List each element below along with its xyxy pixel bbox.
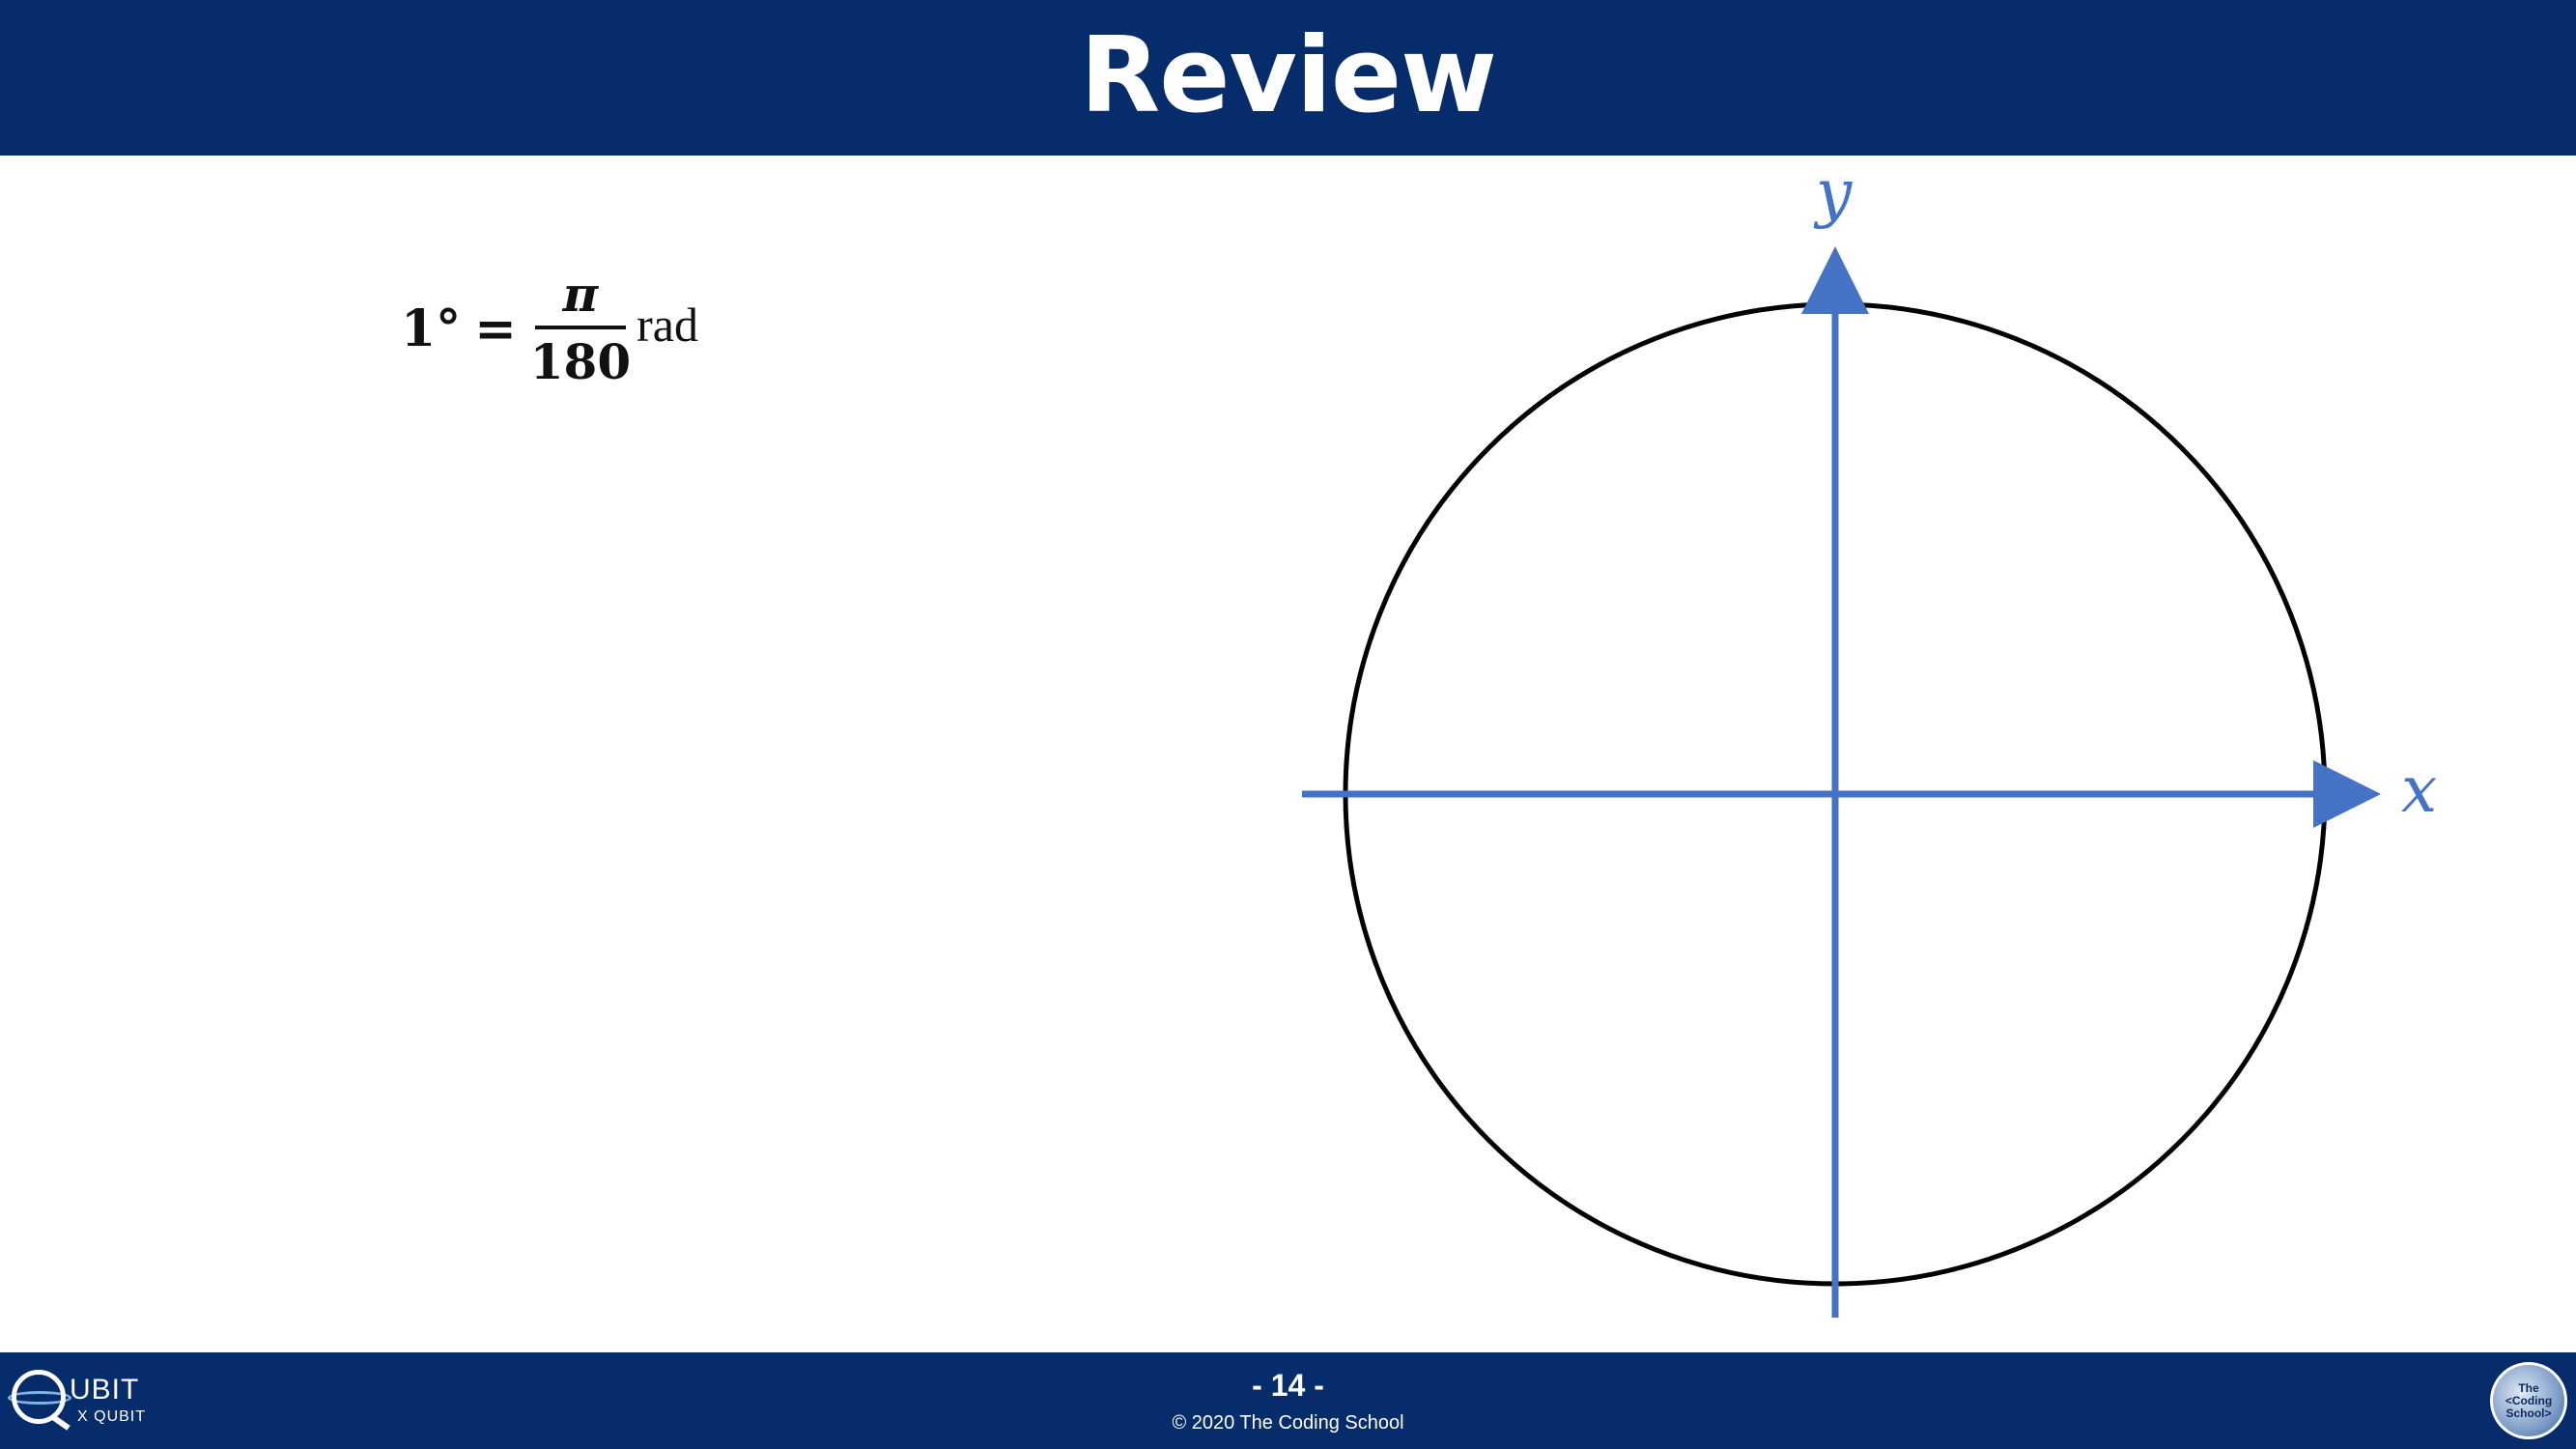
logo-q-icon [12,1370,66,1424]
logo-right-line1: The [2518,1380,2539,1395]
formula-lhs: 1° [401,298,462,358]
coding-school-logo: The <Coding School> [2490,1362,2567,1439]
fraction-denominator: 180 [529,333,632,390]
page-number: - 14 - [1252,1368,1324,1403]
x-axis-label: x [2401,753,2437,827]
logo-text-primary: UBIT [70,1374,140,1406]
slide-footer: UBIT X QUBIT - 14 - © 2020 The Coding Sc… [0,1352,2576,1449]
formula-fraction: π 180 [530,268,631,389]
logo-right-line3: School> [2505,1406,2552,1420]
qubit-logo: UBIT X QUBIT [8,1370,176,1434]
fraction-bar [534,326,626,329]
y-axis-label: y [1813,156,1853,230]
logo-right-line2: <Coding [2505,1393,2553,1407]
unit-circle-diagram: x y [1302,156,2437,1318]
degree-radian-formula: 1° = π 180 rad [401,266,698,391]
fraction-numerator: π [562,266,599,323]
formula-unit: rad [637,298,698,352]
slide-header: Review [0,0,2576,156]
slide-title: Review [1080,14,1497,136]
formula-equals: = [474,298,517,358]
logo-text-secondary: X QUBIT [77,1408,147,1425]
copyright-text: © 2020 The Coding School [1172,1412,1404,1434]
